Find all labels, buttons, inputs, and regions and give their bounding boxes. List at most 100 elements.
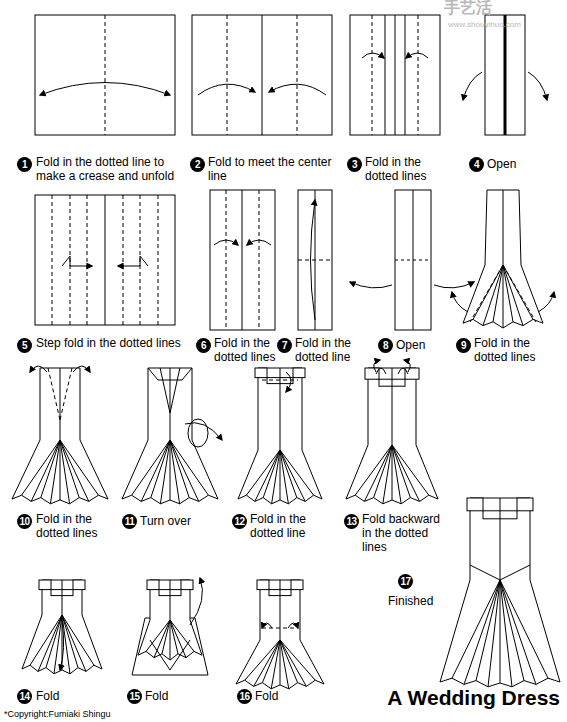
fold-line [146,620,170,651]
fold-line [154,620,170,658]
fold-line [405,368,419,379]
fold-line [257,580,269,590]
fold-line [470,265,503,322]
step-caption: Fold backward in the dotted lines [362,512,448,554]
step-number: 12 [232,514,247,529]
step-caption: Finished [388,594,433,608]
step-number: 1 [17,157,32,172]
fold-line [280,450,314,495]
fold-line [51,590,73,596]
fold-line [379,379,405,386]
fold-line [280,450,281,500]
fold-line [262,380,298,381]
step-caption: Fold in the dotted lines [474,336,564,364]
fold-line [30,366,47,372]
fold-line [31,440,60,501]
fold-line [48,368,60,420]
step-caption: Fold in the dotted lines [36,512,118,540]
fold-line [280,640,298,683]
fold-line [280,640,289,689]
step-caption: Open [487,157,516,171]
fold-line [483,511,517,519]
step-number: 6 [196,338,211,353]
fold-line [255,368,267,378]
fold-line [151,440,170,498]
fold-line [452,580,500,678]
fold-line [280,640,315,680]
fold-line [392,445,393,500]
step-number: 17 [398,574,413,589]
step-caption: Fold in the dotted lines [365,155,450,183]
fold-line [262,628,298,629]
fold-line [392,445,410,498]
step-number: 11 [122,514,137,529]
fold-line [293,368,305,378]
fold-line [517,498,533,511]
fold-line [470,565,530,580]
fold-line [190,578,202,625]
fold-line [263,450,280,498]
fold-line [170,580,171,620]
fold-line [170,440,208,495]
fold-line [262,640,280,683]
step-caption: Fold in the dotted line [250,512,338,540]
fold-line [22,580,102,674]
fold-line [392,445,401,504]
fold-line [148,368,192,380]
fold-line [73,366,90,372]
step-number: 14 [17,689,32,704]
fold-line [398,368,408,374]
fold-line [138,580,202,660]
step-caption: Fold in the dotted line to make a crease… [36,155,186,183]
fold-line [62,615,94,665]
fold-line [41,440,60,498]
fold-line [160,368,180,413]
fold-line [452,292,468,312]
fold-line [262,623,272,628]
step-number: 2 [190,157,205,172]
fold-line [286,372,291,392]
fold-line [73,580,85,590]
fold-line [503,265,536,322]
fold-line [170,368,171,440]
step-number: 7 [277,338,292,353]
fold-line [170,440,189,498]
fold-line [170,440,180,504]
fold-line [238,368,322,504]
fold-line [463,190,543,328]
fold-line [500,580,524,681]
fold-line [30,615,62,665]
fold-line [538,292,554,312]
fold-line [467,498,483,511]
step-caption: Fold in the dotted lines [214,336,276,364]
diagram-title: A Wedding Dress [387,686,560,710]
fold-line [291,580,303,590]
fold-line [355,445,392,495]
fold-line [476,580,500,681]
fold-line [62,580,63,615]
fold-line [60,440,98,495]
step-caption: Open [396,338,425,352]
fold-line [245,640,280,680]
fold-line [46,615,62,668]
fold-line [62,615,78,668]
step-number: 5 [17,338,32,353]
fold-line [141,440,170,501]
fold-line [269,590,291,596]
fold-line [280,580,281,640]
fold-line [147,580,159,590]
copyright-note: *Copyright:Fumiaki Shingu [4,709,111,719]
fold-line [60,440,79,498]
fold-line [464,580,500,684]
fold-line [150,640,190,670]
step-number: 8 [378,338,393,353]
fold-line [39,580,51,590]
fold-line [500,580,512,687]
fold-line [267,378,293,384]
fold-line [60,368,61,440]
step-caption: Fold to meet the center line [208,155,338,183]
step-number: 16 [237,689,252,704]
step-caption: Step fold in the dotted lines [36,336,196,350]
fold-line [170,440,171,500]
fold-line [374,445,392,498]
